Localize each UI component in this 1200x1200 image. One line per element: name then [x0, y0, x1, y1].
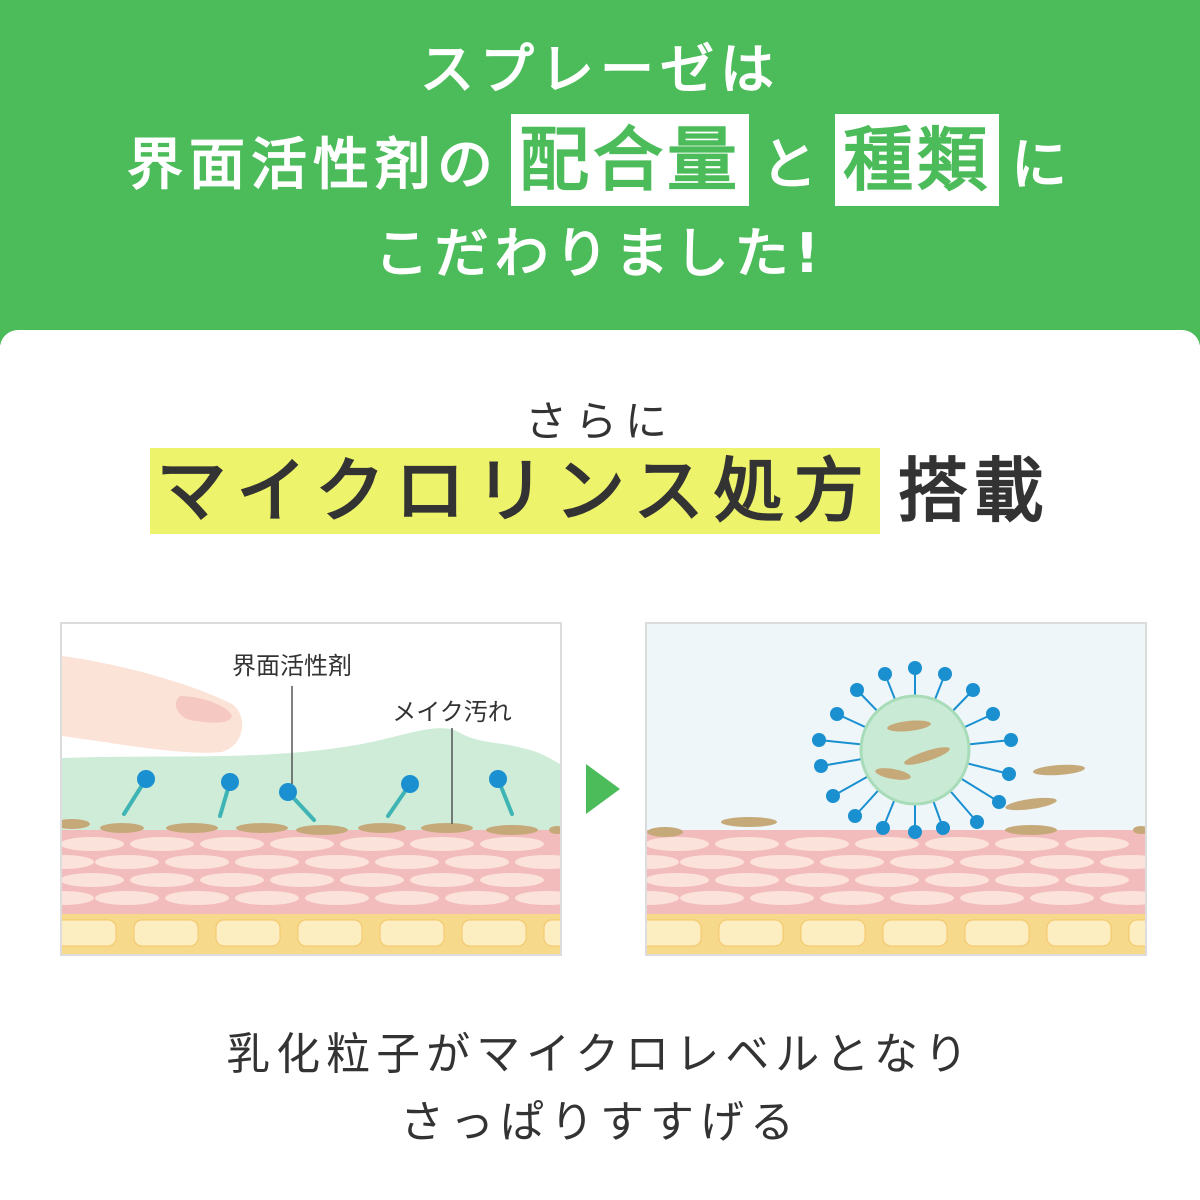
- cleansing-gel: [62, 728, 560, 830]
- header-line-3: こだわりました!: [374, 222, 826, 285]
- header-line-1: スプレーゼは: [420, 38, 780, 101]
- header-line-2-mid: と: [761, 132, 823, 198]
- highlight-amount: 配合量: [511, 114, 749, 206]
- label-surfactant: 界面活性剤: [232, 652, 352, 680]
- diagram-before-illustration: 界面活性剤 メイク汚れ: [62, 652, 560, 954]
- feature-intro: さらに: [524, 397, 675, 446]
- caption-line-1: 乳化粒子がマイクロレベルとなり: [226, 1029, 974, 1080]
- header-line-2: 界面活性剤の 配合量 と 種類 に: [0, 112, 1200, 208]
- feature-highlight: マイクロリンス処方: [150, 448, 880, 534]
- diagram-after-illustration: [647, 661, 1145, 954]
- feature-suffix: 搭載: [897, 450, 1050, 532]
- label-makeup-dirt: メイク汚れ: [392, 698, 512, 726]
- arrow-right-icon: [586, 764, 620, 814]
- diagram-before: 界面活性剤 メイク汚れ: [60, 622, 562, 956]
- header-line-2-prefix: 界面活性剤の: [127, 132, 499, 198]
- highlight-type: 種類: [835, 114, 999, 206]
- fingernail: [175, 696, 232, 723]
- finger: [62, 656, 243, 753]
- caption-line-2: さっぱりすすげる: [400, 1097, 800, 1148]
- diagram-after: [645, 622, 1147, 956]
- header-line-2-suffix: に: [1011, 132, 1073, 198]
- feature-headline: マイクロリンス処方 搭載: [0, 448, 1200, 534]
